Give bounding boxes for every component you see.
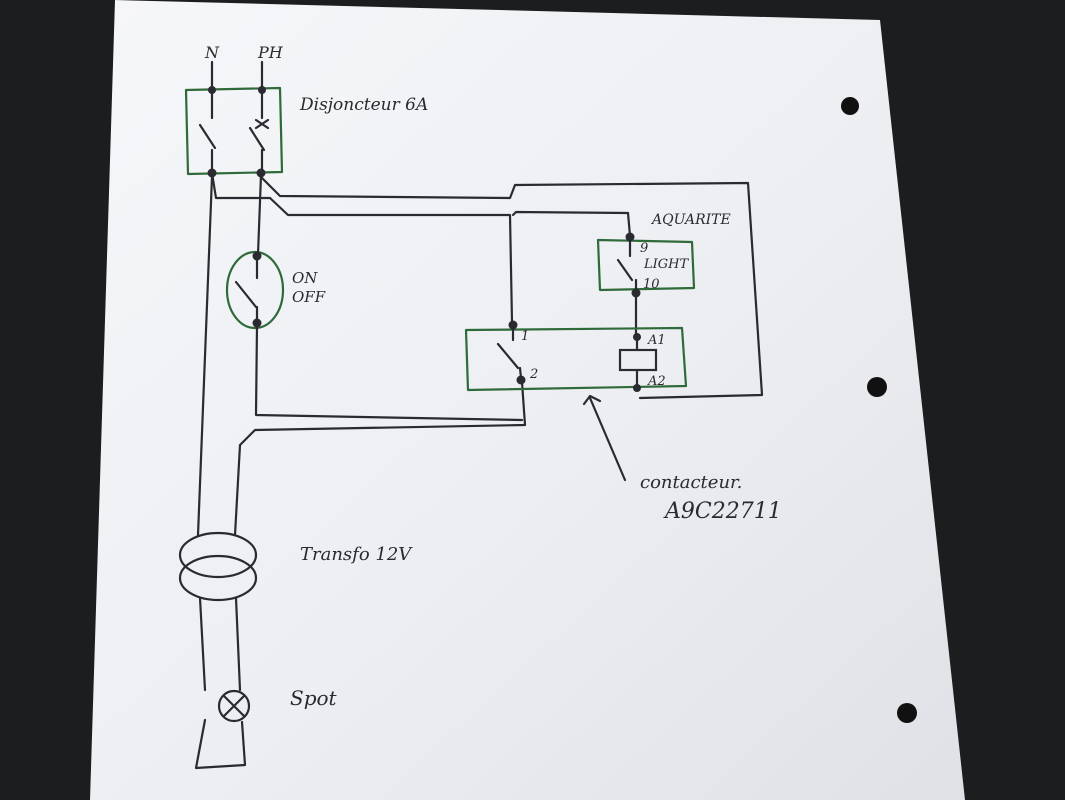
contactor-reference: A9C22711 — [663, 499, 782, 524]
contactor-terminal-2: 2 — [529, 367, 538, 382]
transformer — [178, 531, 258, 602]
circuit-breaker — [184, 86, 284, 178]
light-contact-top: 9 — [640, 241, 648, 256]
transformer-label: Transfo 12V — [300, 544, 413, 565]
coil-a1-label: A1 — [647, 333, 666, 348]
contactor-label: contacteur. — [640, 472, 742, 493]
breaker-label: Disjoncteur 6A — [299, 95, 428, 115]
binder-hole — [841, 97, 859, 115]
contactor — [464, 320, 688, 392]
light-contact-bottom: 10 — [643, 277, 660, 292]
light-contact-name: LIGHT — [643, 257, 689, 272]
contactor-terminal-1: 1 — [521, 329, 529, 344]
switch-on-label: ON — [292, 269, 318, 287]
label-neutral: N — [204, 43, 220, 62]
label-phase: PH — [257, 43, 284, 62]
paper-sheet — [90, 0, 965, 800]
binder-hole — [897, 703, 917, 723]
binder-hole — [867, 377, 887, 397]
spot-label: Spot — [290, 686, 338, 710]
coil-a2-label: A2 — [647, 374, 666, 389]
on-off-switch — [225, 250, 285, 330]
switch-off-label: OFF — [292, 288, 326, 306]
contactor-pointer-arrow — [582, 394, 627, 482]
aquarite-label: AQUARITE — [650, 212, 731, 228]
spot-lamp-icon — [217, 689, 251, 723]
